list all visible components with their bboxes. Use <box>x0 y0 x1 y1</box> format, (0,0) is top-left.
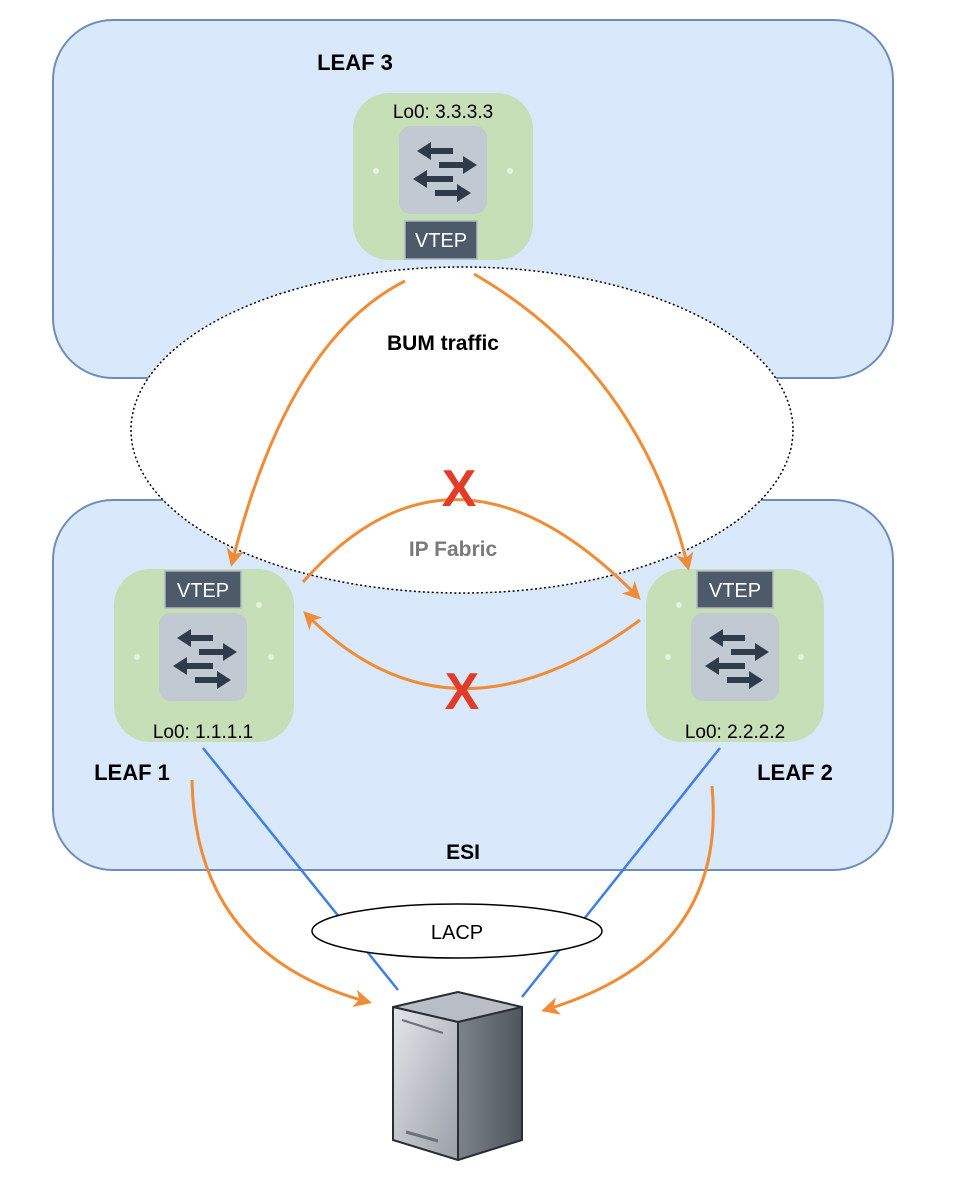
bum-arrows <box>190 272 715 1015</box>
vtep-badge <box>404 220 478 260</box>
leaf2-title: LEAF 2 <box>757 760 833 785</box>
leaf1-device[interactable] <box>114 569 294 742</box>
server-icon[interactable] <box>392 991 523 1161</box>
leaf2-vtep-label: VTEP <box>709 580 761 602</box>
leaf1-loopback: Lo0: 1.1.1.1 <box>153 722 253 743</box>
leaf3-vtep-label: VTEP <box>415 230 467 252</box>
arrow-leaf1-to-host <box>190 779 372 1008</box>
vtep-badge <box>696 570 774 609</box>
switch-icon <box>691 613 779 701</box>
arrow-leaf2-to-leaf1 <box>303 611 641 690</box>
switch-icon <box>399 126 487 214</box>
lacp-label: LACP <box>431 922 483 944</box>
esi-label: ESI <box>446 841 480 864</box>
leaf1-title: LEAF 1 <box>94 760 170 785</box>
lacp-bundle <box>311 903 603 959</box>
leaf2-loopback: Lo0: 2.2.2.2 <box>685 722 785 743</box>
blocked-marks: X X <box>442 460 480 721</box>
bum-traffic-zone <box>130 266 794 594</box>
esi-link-leaf2 <box>521 747 721 998</box>
arrow-leaf3-to-leaf2 <box>473 272 694 571</box>
arrow-leaf2-to-host <box>541 785 715 1015</box>
arrow-leaf3-to-leaf1 <box>226 279 406 567</box>
blocked-mark-bottom: X <box>445 663 480 721</box>
leaf3-device[interactable] <box>353 93 533 260</box>
leaf1-vtep-label: VTEP <box>177 580 229 602</box>
vtep-badge <box>164 570 242 609</box>
ip-fabric-label: IP Fabric <box>409 538 498 561</box>
blocked-mark-top: X <box>442 460 477 518</box>
arrow-leaf1-to-leaf2 <box>301 498 641 600</box>
switch-icon <box>159 613 247 701</box>
leaf2-device[interactable] <box>646 569 824 742</box>
leaf3-title: LEAF 3 <box>317 50 393 75</box>
leaf3-loopback: Lo0: 3.3.3.3 <box>393 102 493 123</box>
bum-traffic-label: BUM traffic <box>387 332 499 355</box>
